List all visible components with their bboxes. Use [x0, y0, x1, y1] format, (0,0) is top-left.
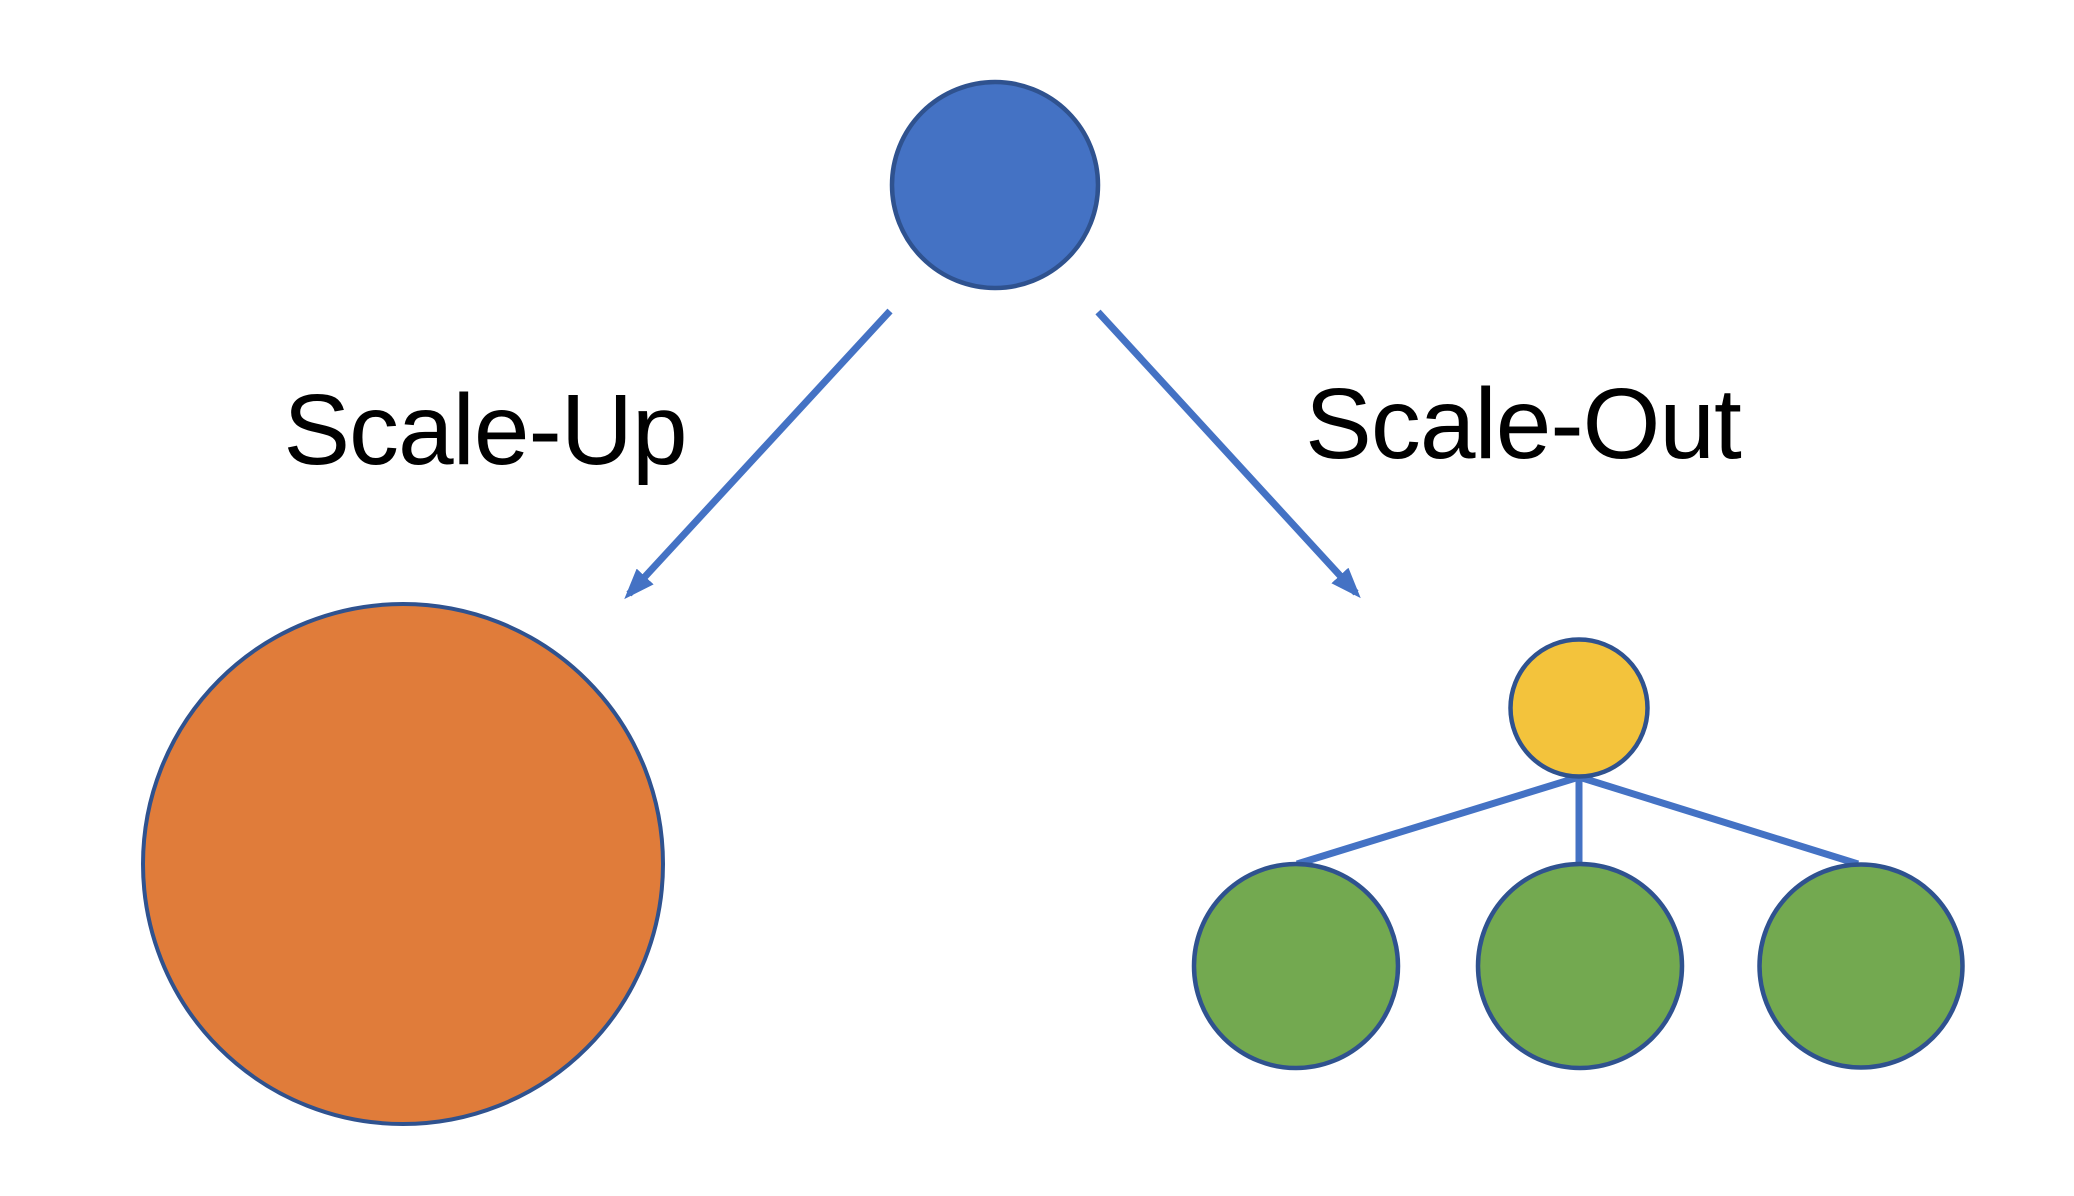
scale-out-parent-circle: [1508, 637, 1650, 779]
scale-up-node-circle: [141, 602, 665, 1126]
scale-out-child-circle-2: [1475, 861, 1685, 1071]
scale-out-connector-right: [1577, 773, 1860, 868]
scale-out-connector-left: [1295, 773, 1581, 868]
scale-out-label: Scale-Out: [1305, 368, 1742, 480]
scale-out-child-circle-3: [1757, 862, 1965, 1070]
scale-out-child-circle-1: [1191, 861, 1401, 1071]
scale-up-label: Scale-Up: [283, 374, 687, 486]
scale-out-arrow: [1095, 309, 1361, 599]
root-node-circle: [889, 79, 1101, 291]
scale-up-arrow: [624, 308, 893, 600]
